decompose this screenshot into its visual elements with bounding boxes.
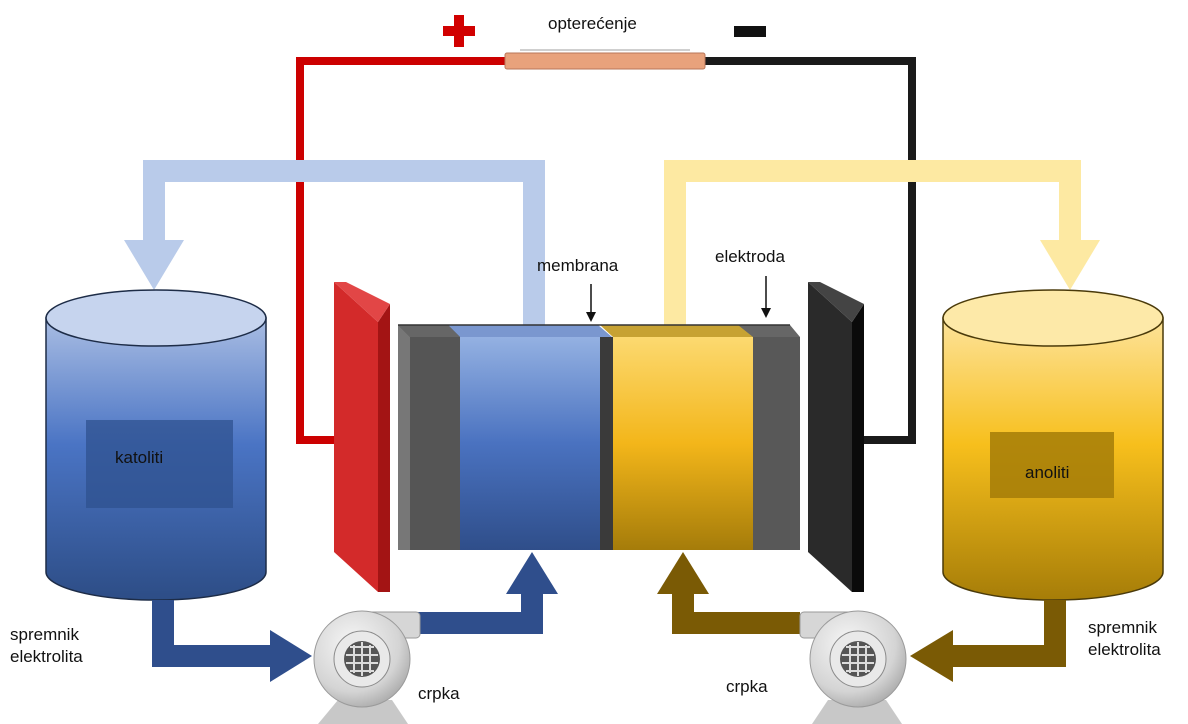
anolyte-label-box: [990, 432, 1114, 498]
catholyte-outflow-pipe: [124, 160, 545, 325]
right-end-plate: [753, 337, 800, 550]
pump-icon: [799, 610, 907, 724]
anolyte-half-cell: [613, 337, 753, 550]
membrane-layer: [600, 337, 613, 550]
positive-electrode-plate: [334, 282, 390, 592]
catholyte-return-pipe: [152, 552, 558, 682]
catholyte-label-box: [86, 420, 233, 508]
pump-right-label: crpka: [726, 677, 768, 696]
positive-wire: [296, 57, 505, 444]
tank-right-label-line1: spremnik: [1088, 618, 1157, 637]
anolyte-label: anoliti: [1025, 463, 1069, 482]
catholyte-tank: katoliti: [45, 289, 267, 601]
negative-electrode-plate: [808, 282, 864, 592]
tank-right-label-line2: elektrolita: [1088, 640, 1161, 659]
load-label: opterećenje: [548, 14, 637, 33]
electrode-pointer: [761, 276, 771, 318]
external-circuit: [296, 49, 916, 444]
anolyte-tank: anoliti: [942, 289, 1164, 601]
minus-sign-icon: [734, 26, 766, 37]
plus-sign-icon: [443, 15, 475, 47]
anolyte-outflow-pipe: [664, 160, 1100, 325]
anolyte-return-pipe: [657, 552, 1066, 682]
tank-left-label-line1: spremnik: [10, 625, 79, 644]
tank-left-label-line2: elektrolita: [10, 647, 83, 666]
cell-stack: [398, 324, 800, 550]
negative-wire: [705, 57, 916, 444]
membrane-pointer: [586, 284, 596, 322]
load-resistor: [504, 52, 706, 70]
membrane-label: membrana: [537, 256, 619, 275]
catholyte-half-cell: [460, 337, 600, 550]
electrode-label: elektroda: [715, 247, 785, 266]
pump-left-label: crpka: [418, 684, 460, 703]
pump-icon: [313, 610, 421, 724]
catholyte-label: katoliti: [115, 448, 163, 467]
